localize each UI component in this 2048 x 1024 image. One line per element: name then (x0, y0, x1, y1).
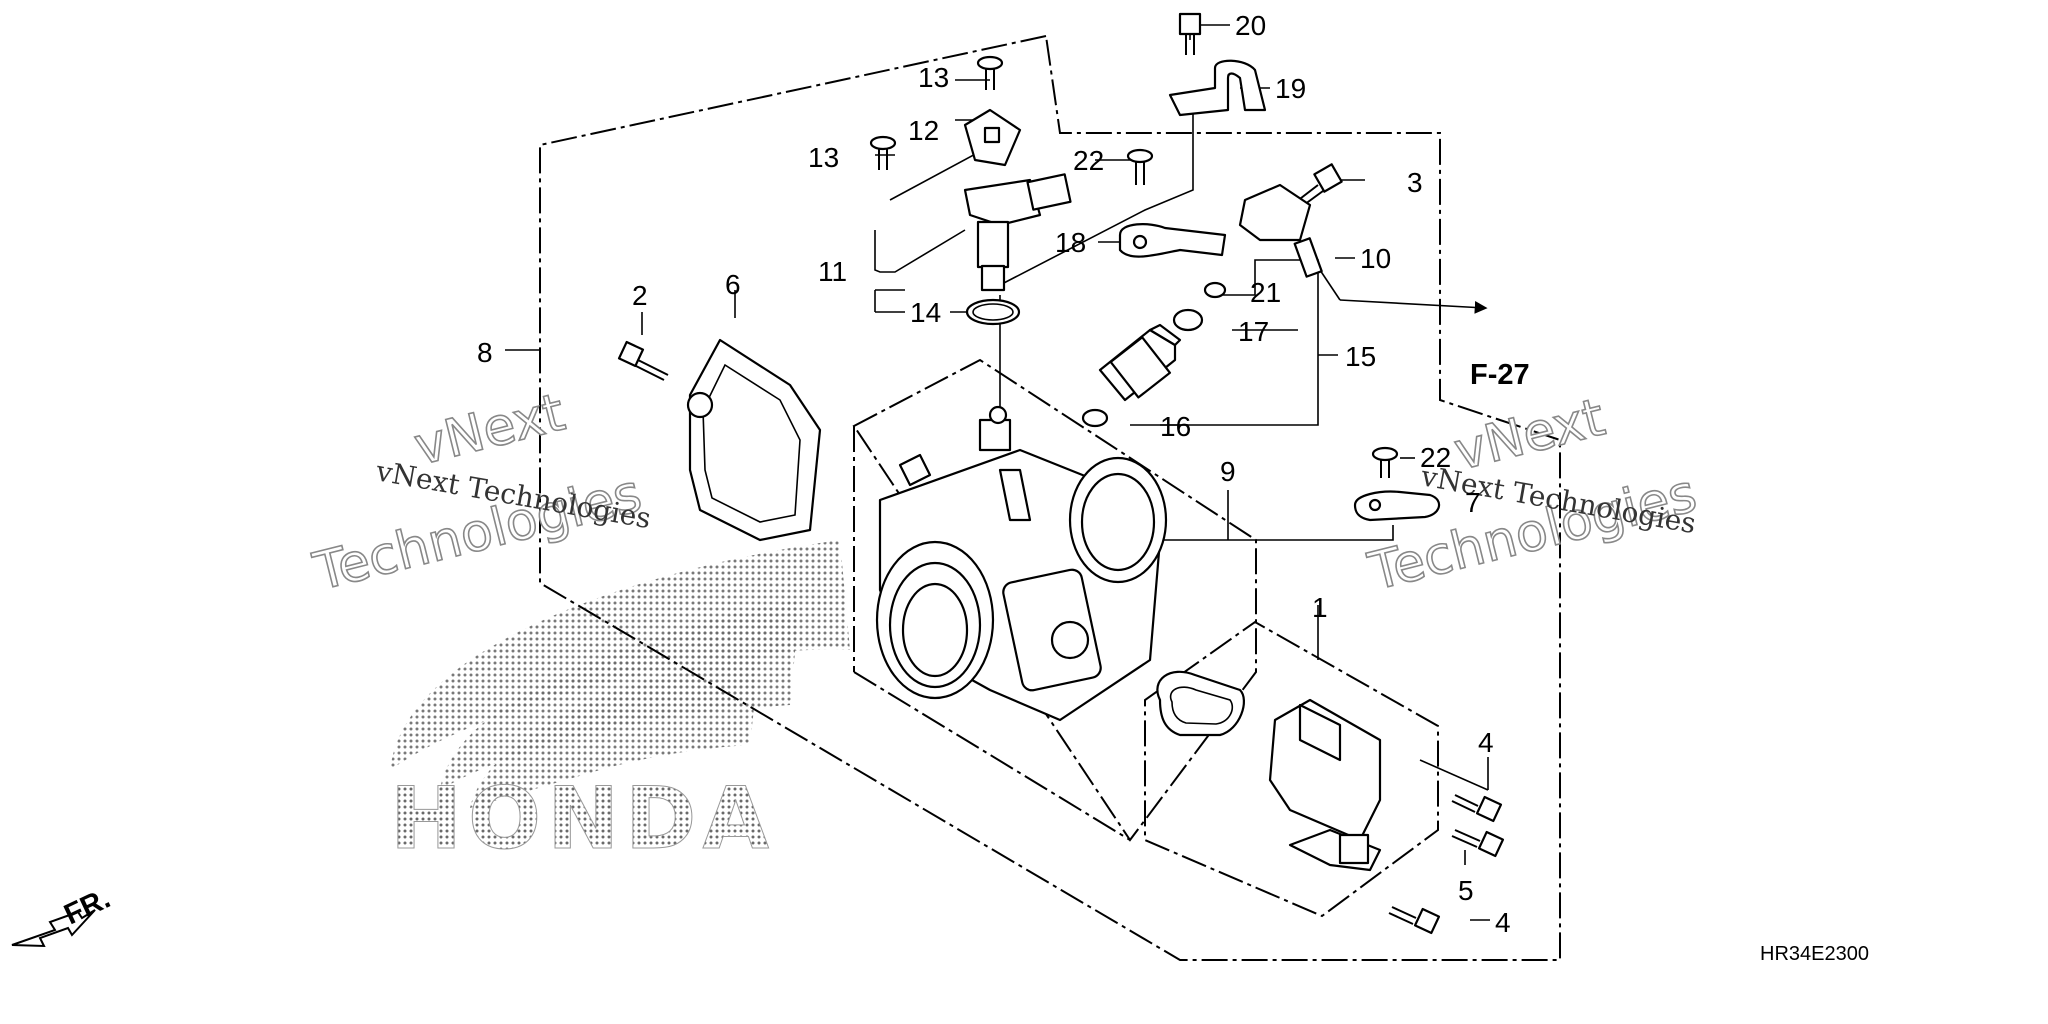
clamp-19 (1168, 59, 1267, 117)
connector-10 (1238, 183, 1323, 278)
callout-1: 1 (1312, 592, 1328, 623)
bolt-5 (1451, 829, 1505, 858)
callout-15: 15 (1345, 341, 1376, 372)
screw-13-lower (869, 135, 897, 170)
bolt-4-lower (1388, 906, 1441, 935)
front-direction-arrow: FR. (11, 883, 115, 948)
callout-21: 21 (1250, 277, 1281, 308)
throttle-body (875, 405, 1168, 722)
diagram-code: HR34E2300 (1760, 943, 1869, 965)
assembly-outline-box-8 (539, 35, 1561, 961)
callout-13-upper: 13 (918, 62, 949, 93)
callout-14: 14 (910, 297, 941, 328)
sensor-box-1 (1144, 620, 1439, 918)
callout-5: 5 (1458, 875, 1474, 906)
bolt-2 (617, 340, 669, 381)
throttle-body-box-9 (852, 358, 1257, 842)
callout-8: 8 (477, 337, 493, 368)
bracket-18 (1118, 223, 1227, 258)
screw-22-upper (1126, 148, 1154, 185)
callout-16: 16 (1160, 411, 1191, 442)
screw-13-upper (976, 55, 1004, 90)
throttle-position-sensor (1268, 698, 1382, 872)
callout-12: 12 (908, 115, 939, 146)
callout-labels: 1 2 3 4 4 5 6 7 8 9 10 11 12 13 13 14 15… (477, 10, 1869, 965)
callout-2: 2 (632, 280, 648, 311)
seal-16 (1081, 408, 1109, 428)
callout-20: 20 (1235, 10, 1266, 41)
callout-9: 9 (1220, 456, 1236, 487)
callout-13-lower: 13 (808, 142, 839, 173)
sensor-gasket (1156, 670, 1245, 737)
callout-17: 17 (1238, 316, 1269, 347)
bolt-4-upper (1451, 794, 1503, 823)
watermark-left: vNext Technologies vNext Technologies (307, 382, 654, 604)
o-ring-21 (1203, 281, 1227, 299)
honda-logo-text: HONDA (390, 769, 775, 869)
o-ring-14-inner (972, 303, 1014, 321)
callout-22-lower: 22 (1420, 442, 1451, 473)
callout-18: 18 (1055, 227, 1086, 258)
fuel-injector-15 (1098, 323, 1182, 402)
seal-17 (1172, 308, 1204, 332)
box9-edge-b (853, 671, 1131, 841)
callout-10: 10 (1360, 243, 1391, 274)
plate-7 (1353, 490, 1441, 522)
sensor-11 (963, 173, 1072, 292)
callout-19: 19 (1275, 73, 1306, 104)
callout-4-upper: 4 (1478, 727, 1494, 758)
callout-7: 7 (1465, 487, 1481, 518)
leader-lines (505, 24, 1490, 921)
callout-4-lower: 4 (1495, 907, 1511, 938)
throttle-cover (686, 338, 822, 542)
honda-wing-logo: HONDA (390, 540, 850, 870)
callout-11: 11 (818, 256, 847, 287)
bolt-20 (1178, 12, 1202, 55)
screw-22-lower (1371, 446, 1399, 478)
callout-22-upper: 22 (1073, 145, 1104, 176)
callout-3: 3 (1407, 167, 1423, 198)
callout-6: 6 (725, 269, 741, 300)
reference-f27: F-27 (1470, 359, 1530, 391)
cover-plate-12 (963, 108, 1022, 167)
